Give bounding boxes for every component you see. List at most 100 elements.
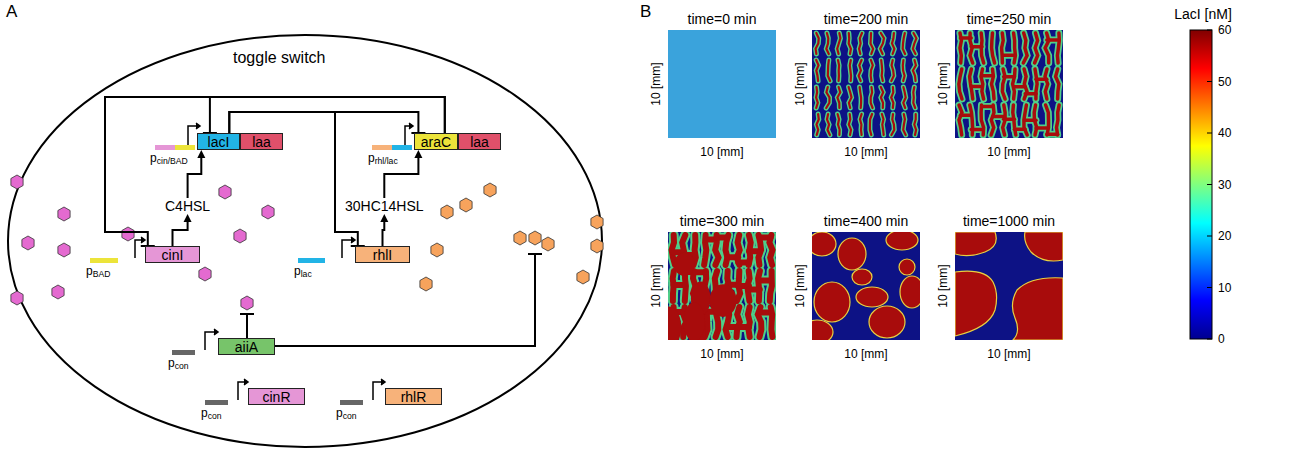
gene-box: aiiA [218,338,275,355]
heatmap-panel: time=300 min [668,232,776,340]
gene-name: cinI [162,247,184,263]
aiia-inhibition [240,254,542,346]
colorbar-ticks [1207,30,1212,339]
molecule-hexagon [484,183,496,197]
panel-title: time=0 min [688,11,757,27]
activation-arrow [173,214,192,246]
axis-label: 10 [mm] [844,347,887,361]
repression-line [203,97,445,133]
heatmap-image [668,232,776,340]
axis-label: 10 [mm] [987,145,1030,159]
gene-box: rhlI [355,246,410,263]
colorbar-tick: 50 [1218,75,1231,89]
promoter-name: pBAD [86,264,110,278]
panel-title: time=400 min [824,213,908,229]
molecule-hexagon [577,270,589,284]
panel-title: time=300 min [680,213,764,229]
promoters [90,145,412,405]
repression-line [229,112,425,133]
heatmap-image [668,30,776,138]
axis-label: 10 [mm] [700,347,743,361]
molecule-hexagon [22,236,34,250]
molecule-hexagon [262,205,274,219]
gene-name: cinR [262,389,290,405]
promoter-name: prhl/lac [368,151,398,165]
transcription-start [135,123,413,400]
axis-label: 10 [mm] [649,264,663,307]
heatmap-image [812,30,920,138]
repression-line [229,112,364,246]
promoter-name: pcon [168,356,189,370]
repression-line [105,97,445,246]
axis-label: 10 [mm] [936,264,950,307]
molecule-hexagon [591,239,603,253]
gene-box: araC [414,133,458,150]
molecule-hexagon [11,291,23,305]
molecule-hexagon [58,243,70,257]
gene-box: cinI [145,246,200,263]
heatmap-image [955,30,1063,138]
molecule-hexagon [11,175,23,189]
heatmap-panel: time=200 min [812,30,920,138]
cell-outline [8,35,602,447]
gene-name: laa [470,134,489,150]
gene-box: laa [458,133,501,150]
promoter-name: pcon [336,406,357,420]
gene-box: rhlR [385,388,442,405]
cell-outline: toggle switch lacI laa araC laaC4HSL 30HC14HS… [8,35,602,447]
molecule-hexagon [241,296,253,310]
gene-name: aiiA [235,339,258,355]
panel-letter: B [640,2,651,22]
panel-letter: A [6,2,17,22]
axis-label: 10 [mm] [987,347,1030,361]
activation-arrow [188,150,206,198]
panel-title: time=1000 min [963,213,1055,229]
axis-label: 10 [mm] [793,264,807,307]
gene-name: laa [252,134,271,150]
gene-name: 30HC14HSL [345,198,424,214]
heatmap-image [955,232,1063,340]
molecule-hexagon [234,229,246,243]
molecule-hexagon [420,277,432,291]
gene-name: araC [421,134,451,150]
axis-label: 10 [mm] [700,145,743,159]
heatmap-panel: time=1000 min [955,232,1063,340]
molecule-hexagon [219,185,231,199]
axis-label: 10 [mm] [793,62,807,105]
heatmap-image [812,232,920,340]
heatmap-panel: time=400 min [812,232,920,340]
colorbar-tick: 0 [1218,332,1225,346]
heatmap-panel: time=0 min [668,30,776,138]
panel-title: time=200 min [824,11,908,27]
gene-box: lacI [197,133,240,150]
gene-box: cinR [248,388,305,405]
molecule-hexagon [431,243,443,257]
activation-arrow [380,214,388,246]
colorbar [1190,30,1212,339]
gene-name: rhlI [373,247,392,263]
axis-label: 10 [mm] [844,145,887,159]
molecule-hexagon [122,227,134,241]
cell-title: toggle switch [233,49,326,67]
colorbar-title: LacI [nM] [1174,6,1232,22]
heatmap-panel: time=250 min [955,30,1063,138]
molecule-hexagon [591,215,603,229]
molecule-label: C4HSL [165,198,210,214]
molecule-hexagon [441,205,453,219]
molecule-hexagon [199,267,211,281]
colorbar-tick: 30 [1218,178,1231,192]
molecule-hexagon [52,285,64,299]
panel-title: time=250 min [967,11,1051,27]
molecule-hexagon [514,231,526,245]
axis-label: 10 [mm] [936,62,950,105]
colorbar-tick: 60 [1218,23,1231,37]
gene-name: lacI [208,134,230,150]
gene-box: laa [240,133,283,150]
molecule-hexagon [460,198,472,212]
gene-name: C4HSL [165,198,210,214]
gene-name: rhlR [401,389,427,405]
molecule-hexagon [529,231,541,245]
